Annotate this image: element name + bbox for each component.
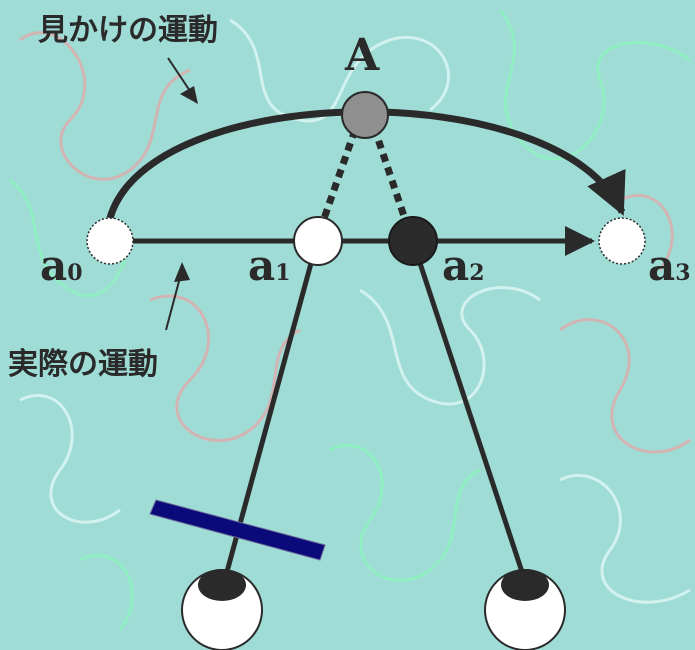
actual-motion-pointer-arrow <box>174 262 190 282</box>
label-a0: a0 <box>40 241 83 290</box>
label-A: A <box>344 30 380 81</box>
line-of-sight-right <box>411 244 531 591</box>
label-a2-main: a <box>442 241 469 290</box>
point-a0 <box>86 217 134 265</box>
dotted-line-a1-A <box>316 128 359 232</box>
background-texture <box>9 9 691 631</box>
point-a2 <box>388 216 438 266</box>
label-a0-main: a <box>40 241 67 290</box>
apparent-motion-pointer-arrow <box>180 86 198 104</box>
apparent-motion-label: 見かけの運動 <box>38 13 218 48</box>
dotted-line-a2-A <box>371 128 412 230</box>
point-a1 <box>293 216 343 266</box>
label-a0-sub: 0 <box>67 260 82 286</box>
point-A <box>341 91 389 139</box>
occluder-bar <box>149 499 326 561</box>
actual-motion-label: 実際の運動 <box>8 347 158 382</box>
label-a2-sub: 2 <box>469 260 484 286</box>
label-a3: a3 <box>648 241 691 290</box>
label-a1-main: a <box>248 241 275 290</box>
point-a3 <box>598 217 646 265</box>
right-eye-icon <box>484 569 566 650</box>
label-a3-main: a <box>648 241 675 290</box>
label-a1-sub: 1 <box>275 260 290 286</box>
label-a1: a1 <box>248 241 291 290</box>
label-a2: a2 <box>442 241 485 290</box>
label-a3-sub: 3 <box>675 260 690 286</box>
left-eye-icon <box>181 569 263 650</box>
